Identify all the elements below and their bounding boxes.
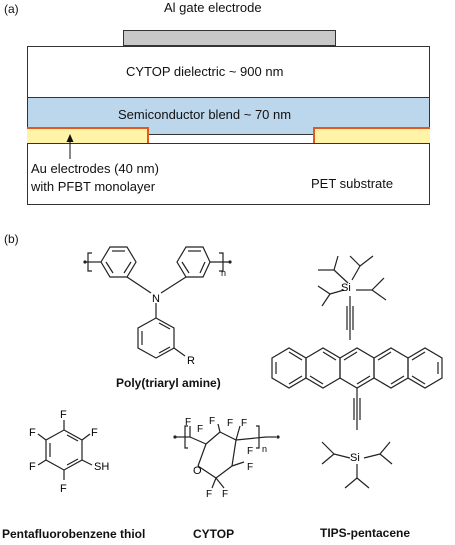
cytop-f-3: F	[209, 416, 215, 427]
cytop-f-4: F	[227, 418, 233, 429]
device-stack: Al gate electrode CYTOP dielectric ~ 900…	[0, 0, 455, 215]
pfbt-f-lower-left: F	[29, 461, 36, 473]
pta-name: Poly(triaryl amine)	[116, 376, 221, 390]
cytop-f-9: F	[222, 489, 228, 500]
panel-a-label: (a)	[4, 2, 19, 16]
cytop-f-8: F	[206, 489, 212, 500]
cytop-f-6: F	[247, 446, 253, 457]
tips-atom-si-top: Si	[341, 282, 351, 294]
pfbt-sh: SH	[94, 461, 109, 473]
pfbt-name: Pentafluorobenzene thiol	[2, 527, 146, 541]
pta-atom-r: R	[187, 355, 195, 367]
cytop-f-7: F	[247, 462, 253, 473]
pta-atom-n: N	[152, 293, 160, 305]
substrate-label: PET substrate	[311, 176, 394, 191]
cytop-f-1: F	[185, 417, 191, 428]
cytop-f-2: F	[197, 424, 203, 435]
substrate-layer: Au electrodes (40 nm) with PFBT monolaye…	[27, 143, 430, 205]
cytop-subscript-n: n	[262, 444, 267, 454]
pfbt-f-top: F	[60, 409, 67, 421]
tips-pentacene-name: TIPS-pentacene	[320, 526, 411, 540]
pta-subscript-n: n	[221, 268, 226, 278]
cytop-atom-o: O	[193, 465, 202, 477]
panel-b-label: (b)	[4, 232, 19, 246]
pfbt-f-upper-left: F	[29, 427, 36, 439]
electrode-arrow	[66, 134, 74, 159]
electrodes-label-line2: with PFBT monolayer	[31, 179, 156, 194]
cytop-f-5: F	[241, 418, 247, 429]
gate-electrode	[123, 30, 336, 46]
pfbt-f-bottom: F	[60, 483, 67, 495]
cytop-name: CYTOP	[193, 527, 235, 541]
pfbt-f-upper-right: F	[91, 427, 98, 439]
semiconductor-label: Semiconductor blend ~ 70 nm	[118, 107, 292, 122]
tips-atom-si-bottom: Si	[350, 452, 360, 464]
electrodes-label-line1: Au electrodes (40 nm)	[31, 161, 159, 176]
gate-label: Al gate electrode	[164, 0, 262, 15]
dielectric-label: CYTOP dielectric ~ 900 nm	[126, 64, 284, 79]
